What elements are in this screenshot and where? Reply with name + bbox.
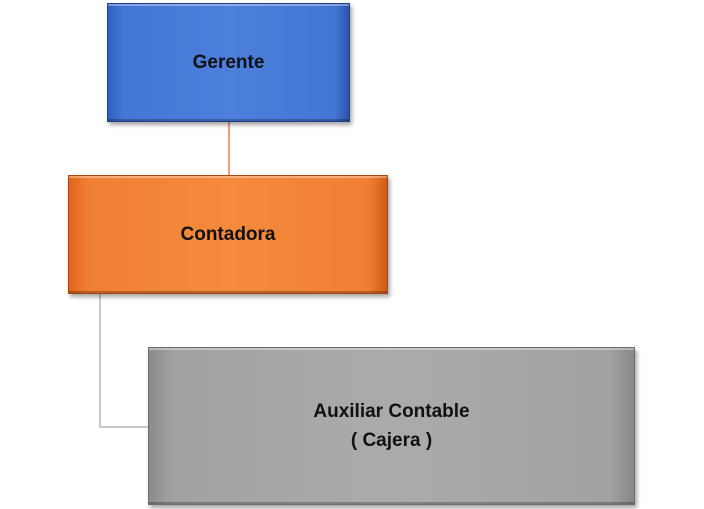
node-auxiliar-label-line2: ( Cajera ) [350,430,433,451]
connector-gerente-contadora [228,122,230,175]
node-auxiliar-contable: Auxiliar Contable ( Cajera ) [148,347,635,505]
node-gerente-label: Gerente [192,51,265,73]
node-auxiliar-label-line1: Auxiliar Contable [313,400,470,422]
node-contadora-label: Contadora [180,223,276,245]
connector-contadora-auxiliar-horizontal [99,426,148,428]
node-gerente: Gerente [107,3,350,122]
node-contadora: Contadora [68,175,388,294]
connector-contadora-auxiliar-vertical [99,294,101,427]
